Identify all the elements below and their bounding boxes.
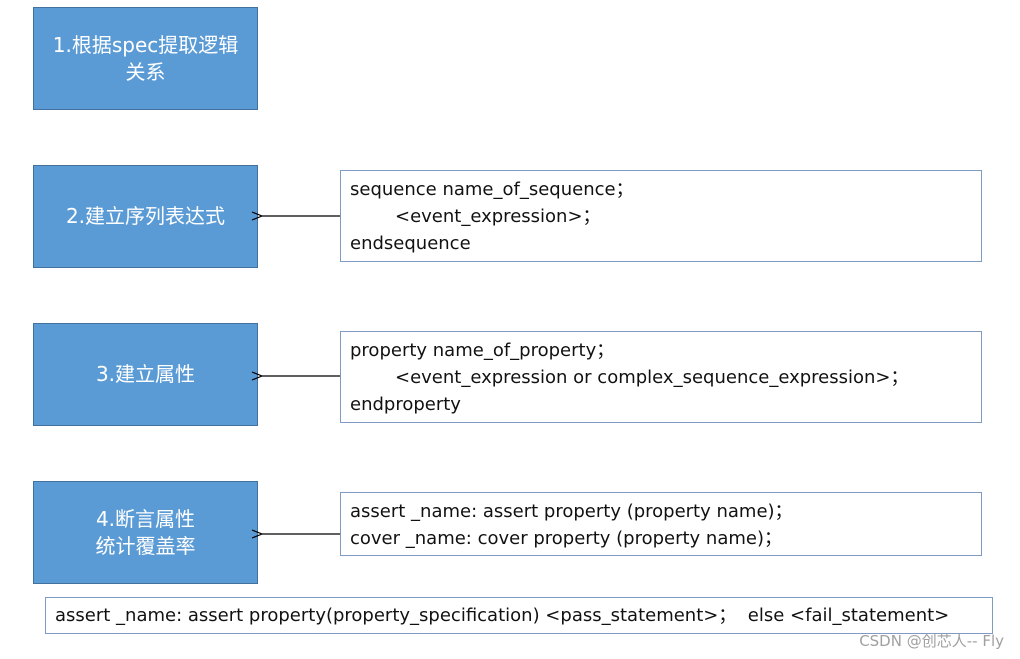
property-code-box: property name_of_property； <event_expres… [340, 331, 982, 423]
code-line: <event_expression>； [395, 206, 601, 227]
code-line: endsequence [350, 233, 471, 254]
code-line: sequence name_of_sequence； [350, 179, 634, 200]
code-line: <event_expression or complex_sequence_ex… [395, 367, 909, 388]
code-line: cover _name: cover property (property na… [350, 528, 782, 549]
assert-syntax-box: assert _name: assert property(property_s… [45, 597, 993, 634]
code-line: endproperty [350, 394, 461, 415]
sequence-code-box: sequence name_of_sequence； <event_expres… [340, 170, 982, 262]
watermark: CSDN @创芯人-- Fly [859, 632, 1004, 650]
assert-cover-code-box: assert _name: assert property (property … [340, 492, 982, 556]
code-line: assert _name: assert property (property … [350, 501, 793, 522]
step-1-box: 1.根据spec提取逻辑 关系 [33, 7, 258, 110]
step-3-box: 3.建立属性 [33, 323, 258, 426]
code-line: property name_of_property； [350, 340, 615, 361]
step-4-box: 4.断言属性 统计覆盖率 [33, 481, 258, 584]
